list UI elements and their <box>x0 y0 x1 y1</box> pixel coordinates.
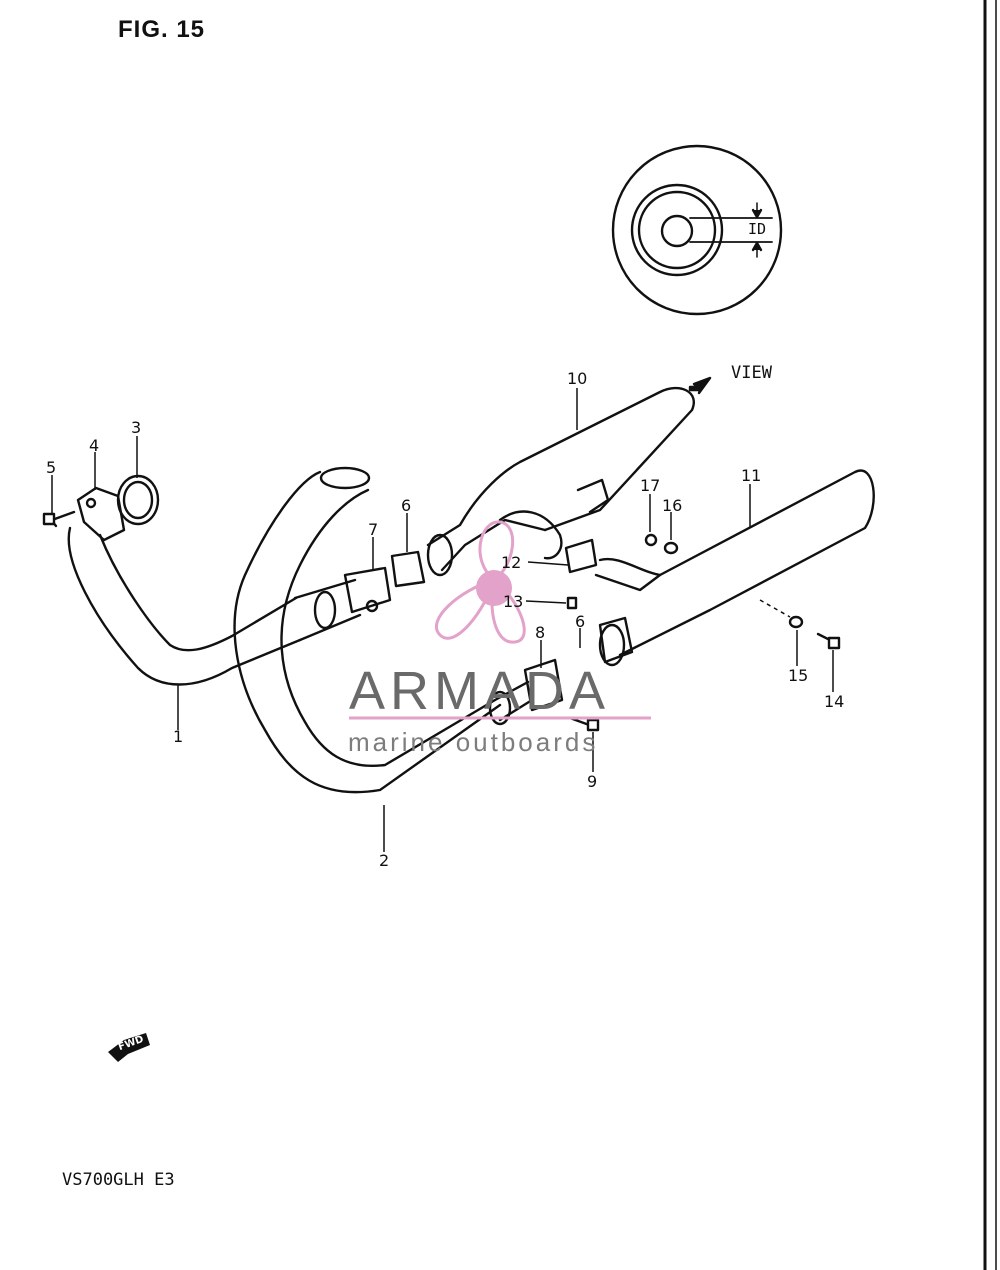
callout-10: 10 <box>567 369 588 388</box>
view-label: VIEW <box>731 363 772 383</box>
part-10-bracket <box>576 478 610 514</box>
callout-12: 12 <box>501 553 522 572</box>
part-12-clamp <box>564 538 598 574</box>
part-2-pipe-inner-edge <box>280 488 497 768</box>
callout-6-lower: 6 <box>575 612 586 631</box>
part-8-clamp <box>523 658 564 712</box>
figure-title: FIG. 15 <box>118 16 206 43</box>
part-16-washer <box>663 541 679 555</box>
part-7-clamp <box>343 566 392 614</box>
id-dimension-label: ID <box>748 220 767 238</box>
callout-2: 2 <box>379 851 390 870</box>
callout-7: 7 <box>368 520 379 539</box>
watermark-brand: ARMADA <box>349 661 611 721</box>
part-4-flange <box>76 486 126 542</box>
callout-13: 13 <box>503 592 524 611</box>
callout-6-upper: 6 <box>401 496 412 515</box>
part-11-muffler-outline <box>598 469 875 657</box>
part-10-muffler-outline <box>426 386 695 547</box>
callout-11: 11 <box>741 466 762 485</box>
callout-4: 4 <box>89 436 100 455</box>
part-6-gasket-upper <box>390 550 426 588</box>
part-13-bolt <box>566 596 578 610</box>
part-17-nut <box>644 533 658 547</box>
callout-3: 3 <box>131 418 142 437</box>
callout-17: 17 <box>640 476 661 495</box>
part-2-pipe-outer-edge <box>233 470 502 794</box>
callout-8: 8 <box>535 623 546 642</box>
part-10-crossover <box>498 510 563 560</box>
part-1-pipe-upper-edge <box>98 533 298 652</box>
pipe-joint-upper <box>293 578 362 642</box>
part-6-gasket-lower <box>598 616 634 664</box>
callout-1: 1 <box>173 727 184 746</box>
view-arrow-icon <box>688 376 712 395</box>
view-inset <box>611 144 783 316</box>
callout-9: 9 <box>587 772 598 791</box>
callout-14: 14 <box>824 692 845 711</box>
callout-5: 5 <box>46 458 57 477</box>
model-code: VS700GLH E3 <box>62 1170 175 1190</box>
callout-15: 15 <box>788 666 809 685</box>
part-1-pipe-lower-edge <box>67 526 302 686</box>
part-2-pipe-end <box>319 466 371 490</box>
armada-logo-icon <box>349 520 651 720</box>
callout-leaders <box>51 388 834 852</box>
callout-16: 16 <box>662 496 683 515</box>
part-15-washer <box>788 615 804 629</box>
fwd-arrow-icon <box>108 1033 150 1062</box>
watermark-tagline: marine outboards <box>348 727 599 757</box>
